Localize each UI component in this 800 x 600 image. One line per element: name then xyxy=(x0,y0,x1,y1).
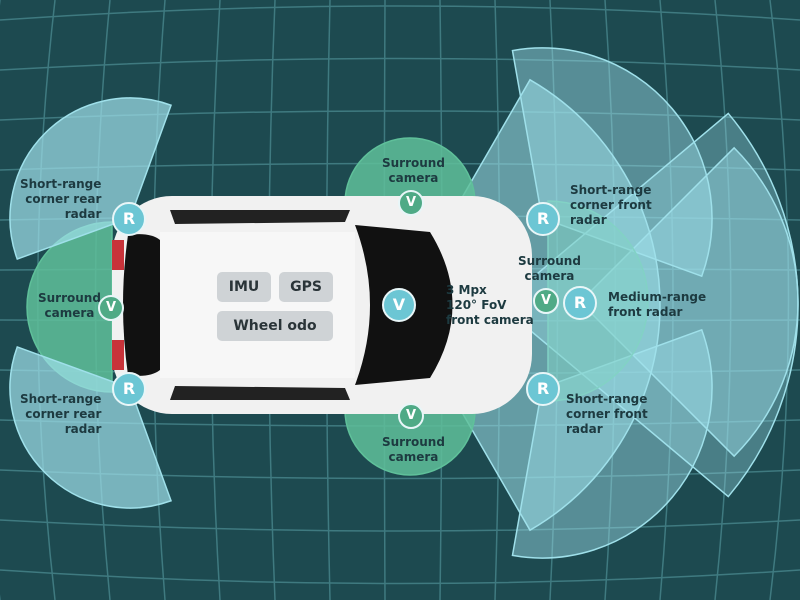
grid-line xyxy=(659,0,674,600)
grid-line xyxy=(0,57,800,71)
sensor-coverage xyxy=(9,47,799,559)
top-camera-coverage xyxy=(344,137,476,204)
rear-window xyxy=(123,234,160,376)
camera-badge-rear: V xyxy=(98,295,124,321)
wheel-odo-chip: Wheel odo xyxy=(217,311,333,341)
grid-line xyxy=(0,569,800,585)
side-window xyxy=(170,386,350,400)
roof xyxy=(160,232,355,378)
rear-corner-radar-top-coverage xyxy=(9,97,173,261)
gps-chip: GPS xyxy=(279,272,333,302)
camera-badge-front: V xyxy=(382,288,416,322)
grid-line xyxy=(714,0,732,600)
bottom-camera-coverage xyxy=(344,409,476,476)
medium-range-radar-coverage xyxy=(578,146,799,458)
radar-badge-front-top: R xyxy=(526,202,560,236)
radar-badge-rear-bottom: R xyxy=(112,372,146,406)
rear-corner-radar-bottom-coverage xyxy=(9,345,173,509)
grid-line xyxy=(0,5,800,21)
camera-badge-front-surround: V xyxy=(533,288,559,314)
grid-line xyxy=(769,0,790,600)
camera-badge-top: V xyxy=(398,190,424,216)
side-window xyxy=(170,210,350,224)
grid-line xyxy=(0,519,800,532)
camera-badge-bottom: V xyxy=(398,403,424,429)
radar-badge-front-bottom: R xyxy=(526,372,560,406)
imu-chip: IMU xyxy=(217,272,271,302)
tail-light xyxy=(112,240,124,270)
radar-badge-medium: R xyxy=(563,286,597,320)
radar-badge-rear-top: R xyxy=(112,202,146,236)
tail-light xyxy=(112,340,124,370)
